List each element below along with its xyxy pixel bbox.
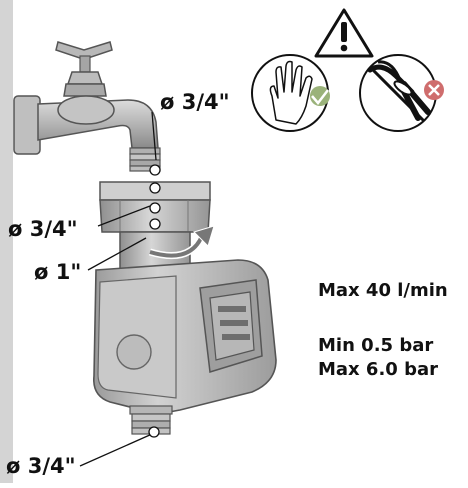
label-inlet-side: ø 3/4" xyxy=(8,217,78,241)
label-outlet: ø 3/4" xyxy=(6,454,76,478)
spec-pressure-max: Max 6.0 bar xyxy=(318,359,438,380)
measure-points xyxy=(148,164,161,438)
label-body-diameter: ø 1" xyxy=(34,260,82,284)
garden-tap xyxy=(13,41,161,172)
tighten-arrow-head xyxy=(193,225,215,247)
wall-strip xyxy=(0,0,13,483)
label-inlet-top: ø 3/4" xyxy=(160,90,230,114)
no-pliers-icon xyxy=(359,54,444,132)
water-timer xyxy=(93,181,277,435)
spec-flow: Max 40 l/min xyxy=(318,280,448,301)
spec-pressure-min: Min 0.5 bar xyxy=(318,335,434,356)
leader-lines xyxy=(79,111,157,467)
warning-triangle-icon xyxy=(314,8,374,58)
hand-tighten-icon xyxy=(251,54,330,132)
